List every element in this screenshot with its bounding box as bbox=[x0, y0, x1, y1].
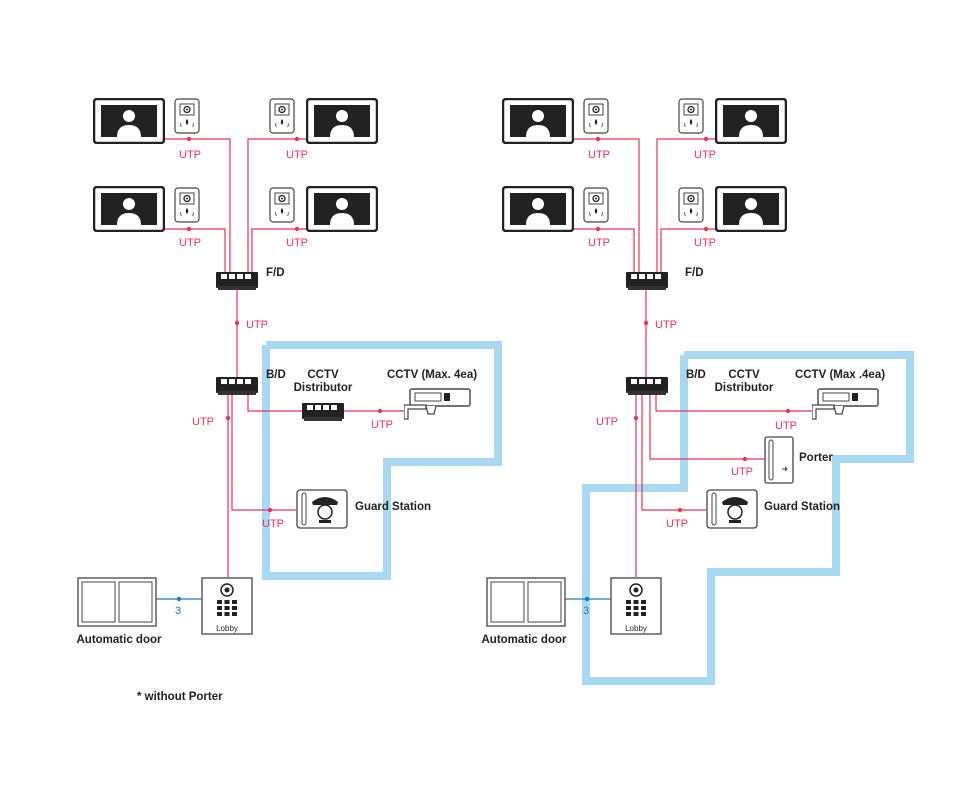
network-switch-icon bbox=[626, 272, 668, 290]
utp-label: UTP bbox=[588, 149, 610, 161]
right-diagram: UTP UTP UTP UTP UTP UTP UTP UTP UTP 3 F/… bbox=[482, 98, 914, 685]
left-wires bbox=[156, 138, 404, 600]
security-zone-right bbox=[582, 351, 914, 685]
video-monitor-icon bbox=[715, 98, 787, 144]
lobby-label: Lobby bbox=[216, 624, 238, 633]
automatic-door-icon bbox=[486, 577, 566, 627]
fd-label: F/D bbox=[685, 267, 704, 279]
utp-label: UTP bbox=[588, 237, 610, 249]
security-zone-left bbox=[262, 341, 502, 580]
utp-label: UTP bbox=[694, 237, 716, 249]
door-camera-icon bbox=[678, 187, 704, 223]
right-wires bbox=[565, 138, 812, 600]
utp-label: UTP bbox=[694, 149, 716, 161]
utp-label: UTP bbox=[286, 237, 308, 249]
network-switch-icon bbox=[302, 403, 344, 421]
video-monitor-icon bbox=[93, 186, 165, 232]
utp-label: UTP bbox=[371, 419, 393, 431]
utp-label: UTP bbox=[179, 237, 201, 249]
wire-count-label: 3 bbox=[175, 605, 181, 617]
porter-phone-icon bbox=[764, 436, 794, 484]
right-wire-dots bbox=[584, 136, 791, 602]
utp-label: UTP bbox=[596, 416, 618, 428]
utp-label: UTP bbox=[666, 518, 688, 530]
footnote: * without Porter bbox=[137, 691, 223, 703]
utp-label: UTP bbox=[731, 466, 753, 478]
cctv-camera-icon bbox=[812, 388, 879, 420]
guard-station-label: Guard Station bbox=[355, 501, 431, 513]
guard-station-icon bbox=[706, 489, 758, 529]
porter-label: Porter bbox=[799, 452, 833, 464]
utp-label: UTP bbox=[775, 420, 797, 432]
cctv-label: CCTV (Max .4ea) bbox=[795, 369, 885, 381]
utp-label: UTP bbox=[192, 416, 214, 428]
bd-label: B/D bbox=[266, 369, 286, 381]
door-camera-icon bbox=[583, 187, 609, 223]
video-monitor-icon bbox=[93, 98, 165, 144]
fd-label: F/D bbox=[266, 267, 285, 279]
cctv-camera-icon bbox=[404, 388, 471, 420]
network-switch-icon bbox=[216, 377, 258, 395]
door-camera-icon bbox=[678, 98, 704, 134]
guard-station-label: Guard Station bbox=[764, 501, 840, 513]
door-camera-icon bbox=[174, 98, 200, 134]
network-switch-icon bbox=[216, 272, 258, 290]
door-camera-icon bbox=[174, 187, 200, 223]
video-monitor-icon bbox=[715, 186, 787, 232]
left-wire-dots bbox=[176, 136, 383, 602]
video-monitor-icon bbox=[306, 98, 378, 144]
cctv-label: CCTV (Max. 4ea) bbox=[387, 369, 477, 381]
cctv-distributor-label: Distributor bbox=[715, 382, 774, 394]
cctv-distributor-label: Distributor bbox=[294, 382, 353, 394]
video-monitor-icon bbox=[306, 186, 378, 232]
utp-label: UTP bbox=[286, 149, 308, 161]
utp-label: UTP bbox=[179, 149, 201, 161]
bd-label: B/D bbox=[686, 369, 706, 381]
cctv-distributor-label: CCTV bbox=[307, 369, 339, 381]
automatic-door-label: Automatic door bbox=[482, 634, 567, 646]
door-camera-icon bbox=[269, 98, 295, 134]
wire-count-label: 3 bbox=[583, 605, 589, 617]
automatic-door-label: Automatic door bbox=[77, 634, 162, 646]
network-switch-icon bbox=[626, 377, 668, 395]
automatic-door-icon bbox=[77, 577, 157, 627]
left-diagram: UTP UTP UTP UTP UTP UTP UTP UTP 3 F/D B/… bbox=[77, 98, 502, 703]
door-camera-icon bbox=[583, 98, 609, 134]
utp-label: UTP bbox=[262, 518, 284, 530]
video-monitor-icon bbox=[502, 186, 574, 232]
door-camera-icon bbox=[269, 187, 295, 223]
guard-station-icon bbox=[296, 489, 348, 529]
utp-label: UTP bbox=[246, 319, 268, 331]
cctv-distributor-label: CCTV bbox=[728, 369, 760, 381]
video-monitor-icon bbox=[502, 98, 574, 144]
utp-label: UTP bbox=[655, 319, 677, 331]
lobby-label: Lobby bbox=[625, 624, 647, 633]
